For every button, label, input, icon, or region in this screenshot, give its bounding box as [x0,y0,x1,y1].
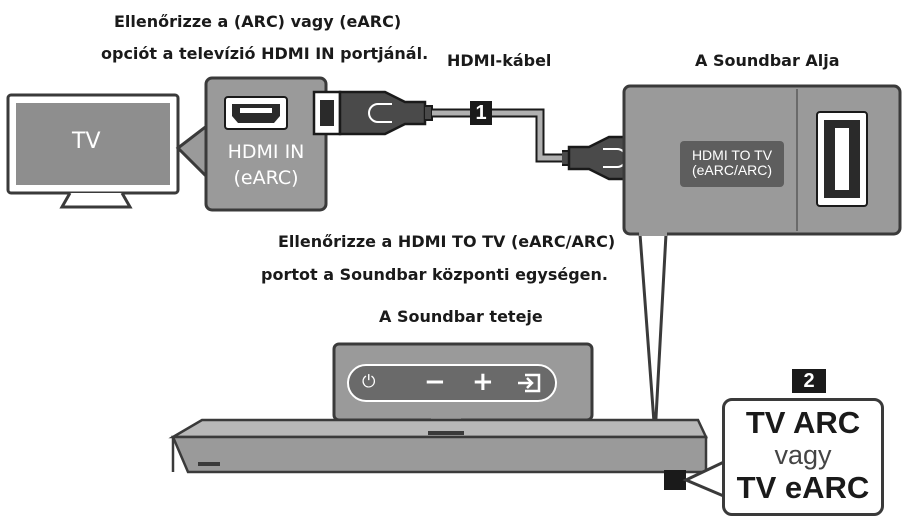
hdmi-in-line1: HDMI IN [227,141,305,163]
tv-callout-pointer [175,121,210,182]
bottom-panel-pointer [638,233,668,437]
hdmi-to-tv-port-label: HDMI TO TV (eARC/ARC) [680,148,784,178]
tv-label: TV [72,129,101,154]
step-1-badge: 1 [470,101,492,125]
volume-down-icon: − [424,367,446,397]
soundbar-body [168,418,708,490]
volume-up-icon: + [472,367,494,397]
tv-illustration [6,93,180,209]
hdmi-cable-label: HDMI-kábel [447,51,552,70]
power-icon: ⏻ [362,372,376,392]
hdmi-in-port-label: HDMI IN (eARC) [206,139,326,191]
check-soundbar-label-line1: Ellenőrizze a HDMI TO TV (eARC/ARC) [278,232,616,251]
or-text: vagy [774,440,832,470]
soundbar-bottom-label: A Soundbar Alja [695,51,840,70]
tv-earc-text: TV eARC [736,470,870,505]
hdmi-to-tv-line2: (eARC/ARC) [691,162,773,178]
soundbar-bottom-panel [622,84,902,236]
arc-mode-box: TV ARC vagy TV eARC [722,398,884,516]
check-tv-label-line1: Ellenőrizze a (ARC) vagy (eARC) [114,12,402,31]
soundbar-top-panel [332,342,594,441]
hdmi-in-line2: (eARC) [233,167,299,189]
check-soundbar-label-line2: portot a Soundbar központi egységen. [261,265,608,284]
tv-arc-text: TV ARC [745,405,861,440]
check-tv-label-line2: opciót a televízió HDMI IN portjánál. [101,44,429,63]
step-2-badge: 2 [792,369,826,393]
source-input-icon [518,373,541,393]
hdmi-to-tv-line1: HDMI TO TV [691,147,773,163]
soundbar-top-label: A Soundbar teteje [379,307,543,326]
control-button-row: ⏻ − + [348,365,556,401]
